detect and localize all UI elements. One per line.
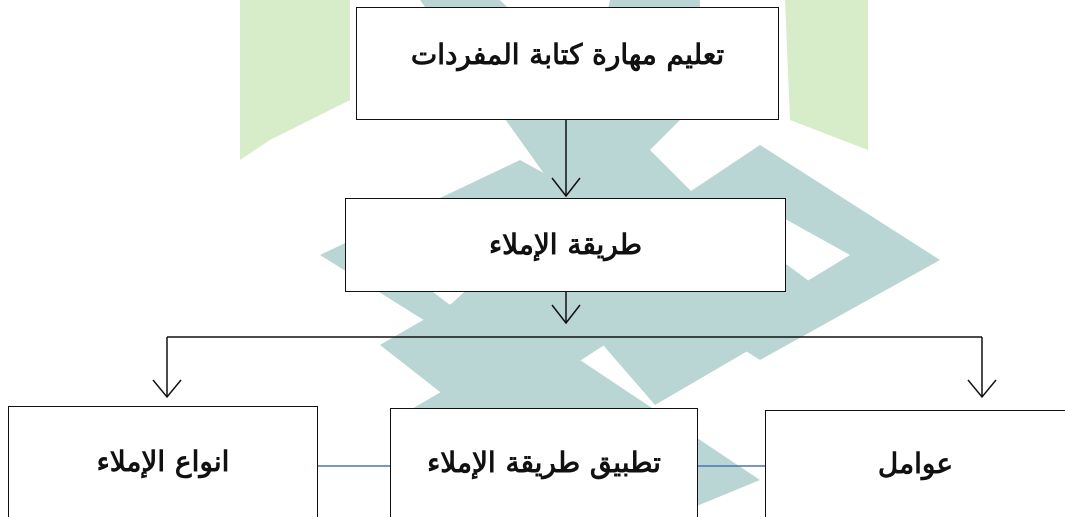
watermark-left-leaf: [240, 0, 350, 160]
node-dictation-method: طريقة الإملاء: [345, 198, 786, 292]
watermark-right-leaf: [785, 0, 868, 150]
node-teaching-vocabulary-writing-label: تعليم مهارة كتابة المفردات: [410, 38, 725, 71]
node-dictation-method-label: طريقة الإملاء: [488, 228, 643, 262]
node-factors: عوامل: [765, 410, 1065, 517]
node-types-of-dictation-label: انواع الإملاء: [96, 445, 230, 479]
node-types-of-dictation: انواع الإملاء: [8, 406, 318, 517]
node-applying-dictation-method-label: تطبيق طريقة الإملاء: [427, 446, 661, 480]
arrow-head-top-to-method: [551, 177, 581, 198]
arrow-head-method-to-branch: [551, 304, 581, 325]
node-teaching-vocabulary-writing: تعليم مهارة كتابة المفردات: [356, 7, 779, 120]
node-applying-dictation-method: تطبيق طريقة الإملاء: [390, 408, 698, 517]
arrow-head-branch-to-right: [967, 379, 997, 399]
node-factors-label: عوامل: [877, 447, 954, 481]
arrow-head-branch-to-left: [152, 379, 182, 399]
